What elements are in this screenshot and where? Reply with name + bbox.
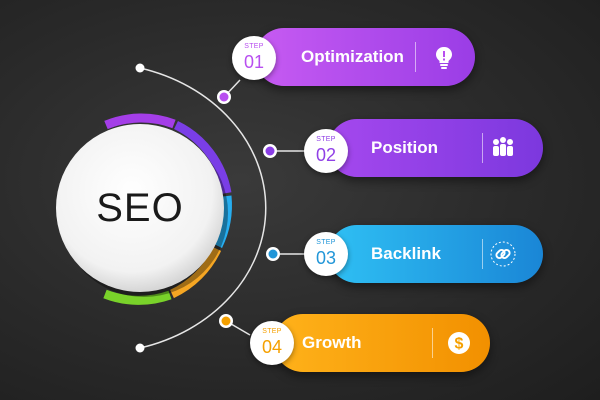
- link-icon: [486, 237, 520, 271]
- step-3-word: STEP: [316, 239, 336, 246]
- step-1-pill[interactable]: Optimization: [255, 28, 475, 86]
- team-icon: [486, 131, 520, 165]
- step-2-word: STEP: [316, 136, 336, 143]
- step-2-pill[interactable]: Position: [328, 119, 543, 177]
- step-1-number: 01: [243, 52, 265, 72]
- step-4-word: STEP: [262, 328, 282, 335]
- dollar-coin-icon: $: [442, 326, 476, 360]
- arc-node-1-core: [219, 92, 229, 102]
- step-2-badge: STEP 02: [304, 129, 348, 173]
- step-2-label: Position: [371, 138, 439, 157]
- step-3-number: 03: [315, 248, 337, 268]
- step-4-badge: STEP 04: [250, 321, 294, 365]
- step-1-divider: [415, 42, 416, 72]
- step-1-word: STEP: [244, 43, 264, 50]
- step-4-pill[interactable]: Growth $: [274, 314, 490, 372]
- arc-end-dot-bottom: [135, 343, 145, 353]
- ring-segment-purple: [173, 120, 232, 194]
- step-3-label: Backlink: [371, 244, 441, 263]
- seo-title: SEO: [96, 186, 184, 230]
- step-3-badge: STEP 03: [304, 232, 348, 276]
- ring-segment-magenta: [104, 113, 176, 130]
- connector-arc: [139, 67, 267, 349]
- svg-text:$: $: [455, 336, 464, 353]
- step-4-label: Growth: [302, 333, 362, 352]
- ring-segment-orange: [169, 246, 222, 299]
- step-3-pill[interactable]: Backlink: [328, 225, 543, 283]
- step-1-badge: STEP 01: [232, 36, 276, 80]
- step-2-number: 02: [315, 145, 337, 165]
- step-4-number: 04: [261, 337, 283, 357]
- step-3-divider: [482, 239, 483, 269]
- ring-segment-green: [103, 289, 172, 305]
- seo-ball: [56, 124, 224, 292]
- arc-node-3-core: [268, 249, 278, 259]
- arc-node-2-core: [265, 146, 275, 156]
- ring-segment-blue: [213, 195, 232, 248]
- arc-end-dot-top: [135, 63, 145, 73]
- step-2-divider: [482, 133, 483, 163]
- arc-node-4-core: [221, 316, 231, 326]
- step-1-label: Optimization: [301, 47, 404, 66]
- lightbulb-icon: [427, 40, 461, 74]
- step-4-divider: [432, 328, 433, 358]
